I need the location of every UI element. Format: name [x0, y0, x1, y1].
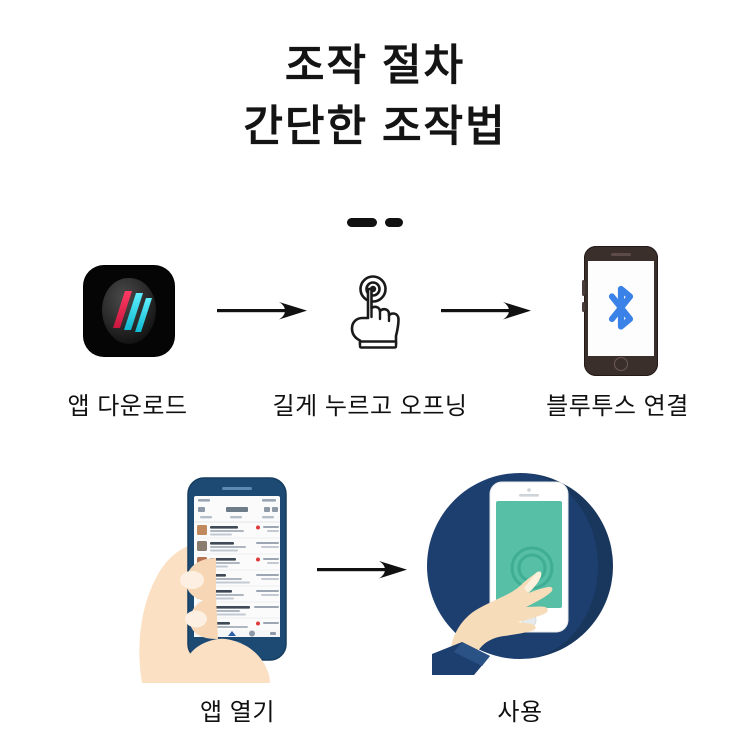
- steps-row-1: [0, 245, 750, 376]
- phone-speaker: [611, 252, 631, 256]
- step-4-hand-holding-phone: [130, 458, 305, 683]
- finger-tapping-phone-illustration: [427, 473, 613, 675]
- phone-screen: [588, 260, 654, 356]
- step-3-label: 블루투스 연결: [546, 393, 689, 420]
- arrow-right-icon: [217, 301, 307, 319]
- steps-row-2-labels: 앱 열기 사용: [0, 692, 750, 727]
- step-2-tap-icon: [322, 273, 428, 349]
- app-icon-glyph: [84, 265, 174, 356]
- dash-divider: [0, 218, 750, 227]
- tap-hand-glyph: [350, 274, 400, 349]
- step-1-label: 앱 다운로드: [67, 393, 188, 420]
- title-line-2: 간단한 조작법: [243, 103, 507, 152]
- app-icon: [84, 265, 174, 356]
- arrow-right-icon: [316, 561, 407, 579]
- dash-long-icon: [347, 218, 377, 227]
- phone-side-button: [582, 279, 585, 296]
- bluetooth-icon: [608, 285, 634, 330]
- steps-row-2: [0, 455, 750, 685]
- title-line-1: 조작 절차: [284, 42, 466, 90]
- arrow-3: [305, 557, 420, 583]
- step-3-bluetooth-phone: [546, 245, 696, 376]
- step-2-label: 길게 누르고 오프닝: [272, 393, 468, 420]
- arrow-right-icon: [441, 301, 531, 319]
- phone-side-button-2: [582, 301, 585, 312]
- page-title: 조작 절차 간단한 조작법: [0, 36, 750, 158]
- arrow-2: [428, 298, 546, 324]
- tap-hand-icon: [341, 273, 409, 349]
- step-5-tap-phone-circle: [420, 470, 620, 675]
- hand-holding-phone-illustration: [139, 476, 287, 683]
- steps-row-1-labels: 앱 다운로드 길게 누르고 오프닝 블루투스 연결: [0, 386, 750, 421]
- step-1-app-icon: [54, 265, 204, 356]
- phone-bluetooth-icon: [582, 245, 658, 376]
- dash-short-icon: [385, 218, 403, 227]
- arrow-1: [204, 298, 322, 324]
- step-4-label: 앱 열기: [200, 699, 275, 726]
- step-5-label: 사용: [497, 699, 543, 726]
- phone-home-button: [614, 356, 628, 371]
